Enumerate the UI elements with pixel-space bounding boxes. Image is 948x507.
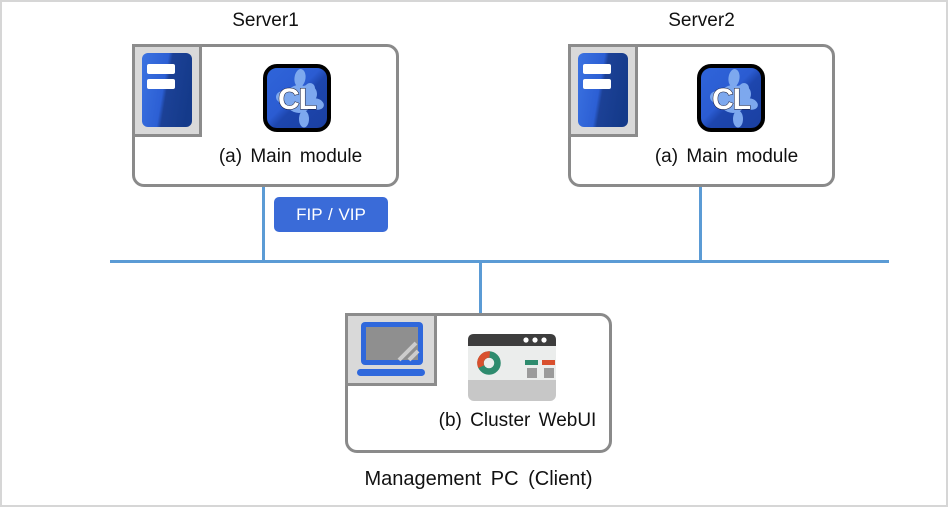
server2-module-label: (a) Main module <box>654 146 799 167</box>
server-tower-icon <box>568 44 638 137</box>
server-tower-icon <box>132 44 202 137</box>
network-line-horizontal <box>110 260 889 263</box>
server1-module-label: (a) Main module <box>218 146 363 167</box>
server2-network-connector <box>699 186 702 260</box>
laptop-icon <box>345 313 437 386</box>
cl-logo-text: CL <box>278 83 317 116</box>
management-pc-network-connector <box>479 263 482 313</box>
cl-cluster-logo-icon: CL <box>697 64 765 132</box>
cl-cluster-logo-icon: CL <box>263 64 331 132</box>
cluster-webui-label: (b) Cluster WebUI <box>438 410 597 431</box>
management-pc-caption: Management PC (Client) <box>364 468 593 490</box>
server2-title: Server2 <box>668 10 735 31</box>
cl-logo-text: CL <box>712 83 751 116</box>
webui-browser-icon <box>467 333 557 402</box>
server1-network-connector <box>262 187 265 260</box>
donut-chart-red-segment <box>477 351 490 368</box>
server1-title: Server1 <box>232 10 299 31</box>
fip-vip-badge: FIP / VIP <box>274 197 388 232</box>
